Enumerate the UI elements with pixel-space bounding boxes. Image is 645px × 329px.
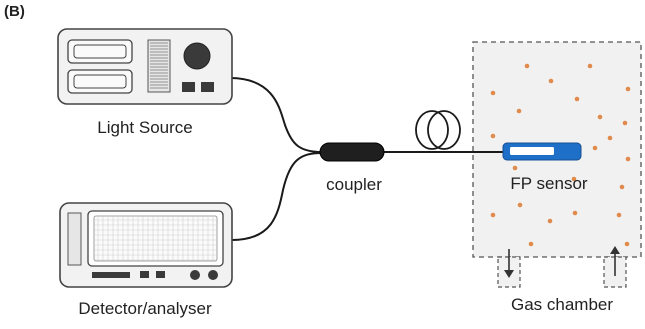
detector-analyser: Detector/analyser: [59, 202, 233, 318]
light-source: Light Source: [57, 28, 233, 137]
detector-button-2: [156, 271, 165, 278]
detector-slot: [92, 272, 130, 278]
panel-label: (B): [4, 3, 25, 20]
gas-particle: [516, 108, 522, 114]
gas-particle: [524, 63, 530, 69]
detector-button-1: [140, 271, 149, 278]
light-source-button-left: [182, 82, 195, 92]
gas-particle: [512, 165, 518, 171]
detector-knob-1: [190, 270, 200, 280]
coupler: coupler: [319, 142, 385, 194]
gas-particles: [490, 63, 631, 247]
gas-particle: [528, 241, 534, 247]
coupler-body: [319, 142, 385, 162]
gas-particle: [592, 145, 598, 151]
gas-particle: [490, 133, 496, 139]
light-source-button-right: [201, 82, 214, 92]
gas-particle: [571, 176, 577, 182]
gas-chamber: Gas chamber: [472, 41, 642, 314]
fiber-coil: [415, 110, 461, 150]
detector-knob-2: [208, 270, 218, 280]
fiber-source-to-coupler: [229, 77, 323, 153]
light-source-display-bottom: [67, 69, 133, 94]
optical-fibers: [229, 77, 504, 241]
detector-screen-grid: [95, 217, 216, 261]
gas-chamber-label: Gas chamber: [511, 295, 613, 314]
coupler-label: coupler: [326, 175, 382, 194]
light-source-vent: [147, 39, 171, 93]
light-source-label: Light Source: [97, 118, 192, 137]
gas-particle: [517, 202, 523, 208]
gas-particle: [616, 212, 622, 218]
detector-label: Detector/analyser: [78, 299, 212, 318]
coil-loop-2: [427, 110, 461, 150]
light-source-vent-lines: [150, 42, 168, 89]
gas-particle: [490, 212, 496, 218]
gas-particle: [548, 78, 554, 84]
gas-particle: [624, 241, 630, 247]
arrow-down-icon: [504, 270, 514, 278]
light-source-display-top: [67, 39, 133, 64]
gas-particle: [490, 90, 496, 96]
gas-particle: [547, 218, 553, 224]
light-source-display-bottom-inner: [73, 74, 127, 89]
light-source-display-top-inner: [73, 44, 127, 59]
gas-particle: [574, 96, 580, 102]
gas-particle: [625, 86, 631, 92]
gas-outlet-port: [603, 246, 627, 288]
knob-icon: [183, 42, 211, 70]
coil-loop-1: [415, 110, 449, 150]
fiber-detector-to-coupler: [231, 152, 323, 241]
gas-particle: [607, 135, 613, 141]
fp-sensor-label: FP sensor: [510, 174, 588, 193]
gas-particle: [622, 120, 628, 126]
fp-sensor: FP sensor: [502, 142, 588, 193]
gas-particle: [619, 184, 625, 190]
gas-inlet-port: [497, 249, 521, 288]
gas-particle: [587, 63, 593, 69]
gas-particle: [597, 114, 603, 120]
detector-side-panel: [67, 212, 82, 266]
fp-sensor-cavity: [510, 147, 554, 155]
detector-screen: [93, 215, 218, 262]
arrow-up-icon: [610, 246, 620, 254]
gas-particle: [625, 156, 631, 162]
gas-particle: [572, 210, 578, 216]
